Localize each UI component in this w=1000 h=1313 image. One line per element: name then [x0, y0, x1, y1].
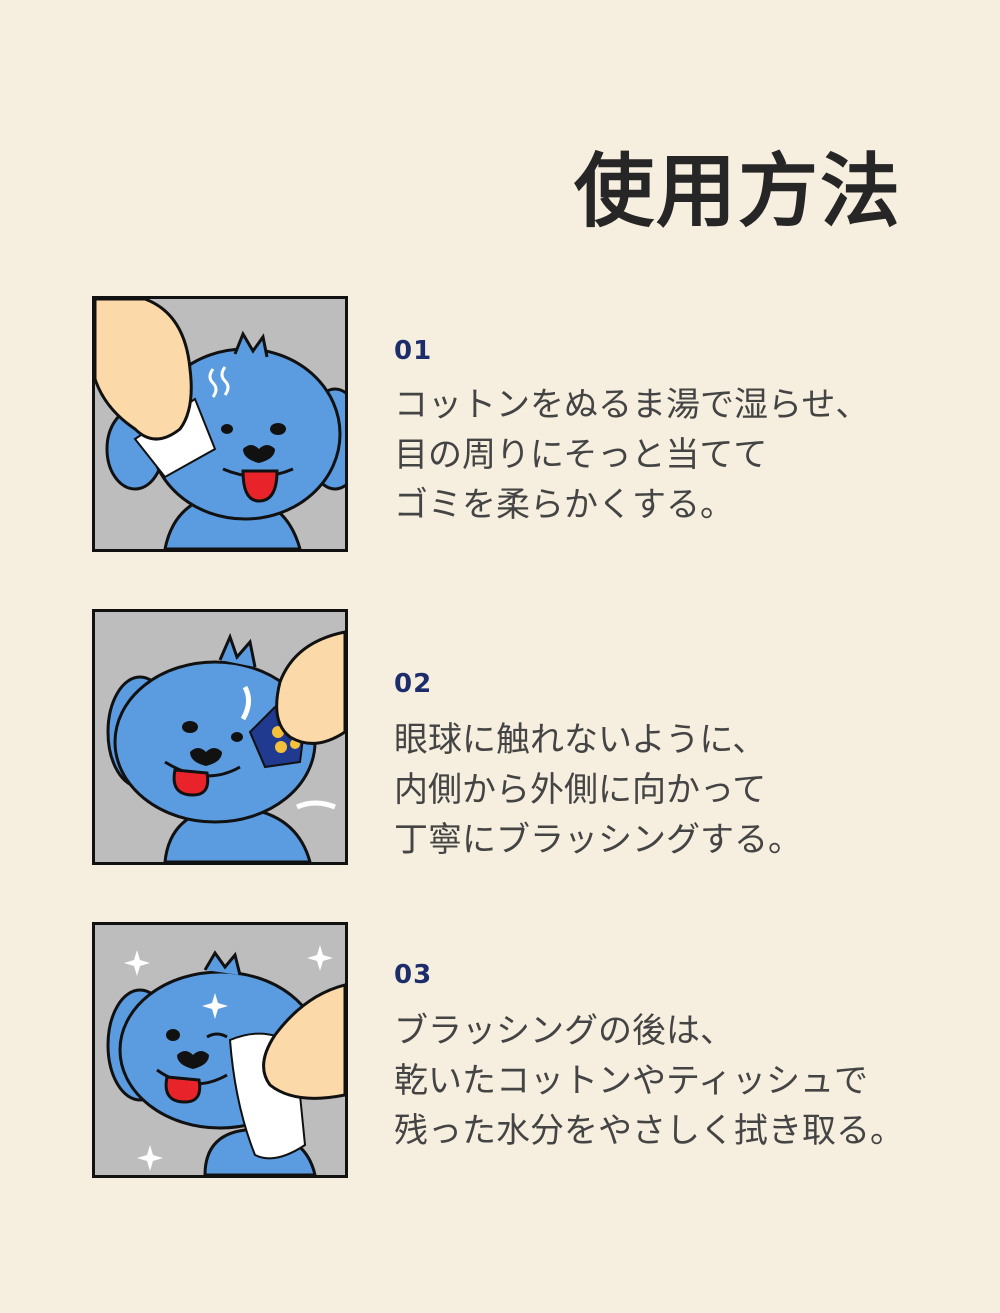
step-2-illustration	[92, 609, 348, 865]
dog-comb-illustration	[95, 612, 345, 862]
step-line: 目の周りにそっと当てて	[394, 435, 768, 475]
step-line: 残った水分をやさしく拭き取る。	[394, 1111, 904, 1151]
step-line: 乾いたコットンやティッシュで	[394, 1061, 868, 1101]
step-line: ゴミを柔らかくする。	[394, 485, 734, 525]
step-1-illustration	[92, 296, 348, 552]
step-number: 02	[394, 669, 433, 699]
page-title: 使用方法	[574, 144, 902, 238]
step-3-illustration	[92, 922, 348, 1178]
dog-cotton-illustration	[95, 299, 345, 549]
dog-wipe-illustration	[95, 925, 345, 1175]
step-line: 内側から外側に向かって	[394, 770, 767, 810]
step-line: コットンをぬるま湯で湿らせ、	[394, 385, 870, 425]
step-line: 丁寧にブラッシングする。	[394, 820, 802, 860]
step-3: 03 ブラッシングの後は、 乾いたコットンやティッシュで 残った水分をやさしく拭…	[92, 922, 952, 1182]
step-description: 眼球に触れないように、 内側から外側に向かって 丁寧にブラッシングする。	[394, 715, 802, 865]
step-2: 02 眼球に触れないように、 内側から外側に向かって 丁寧にブラッシングする。	[92, 609, 952, 869]
step-number: 03	[394, 960, 433, 990]
step-description: ブラッシングの後は、 乾いたコットンやティッシュで 残った水分をやさしく拭き取る…	[394, 1006, 904, 1156]
step-1: 01 コットンをぬるま湯で湿らせ、 目の周りにそっと当てて ゴミを柔らかくする。	[92, 296, 952, 556]
step-number: 01	[394, 336, 433, 366]
step-line: ブラッシングの後は、	[394, 1011, 734, 1051]
step-description: コットンをぬるま湯で湿らせ、 目の周りにそっと当てて ゴミを柔らかくする。	[394, 380, 869, 530]
step-line: 眼球に触れないように、	[394, 720, 767, 760]
